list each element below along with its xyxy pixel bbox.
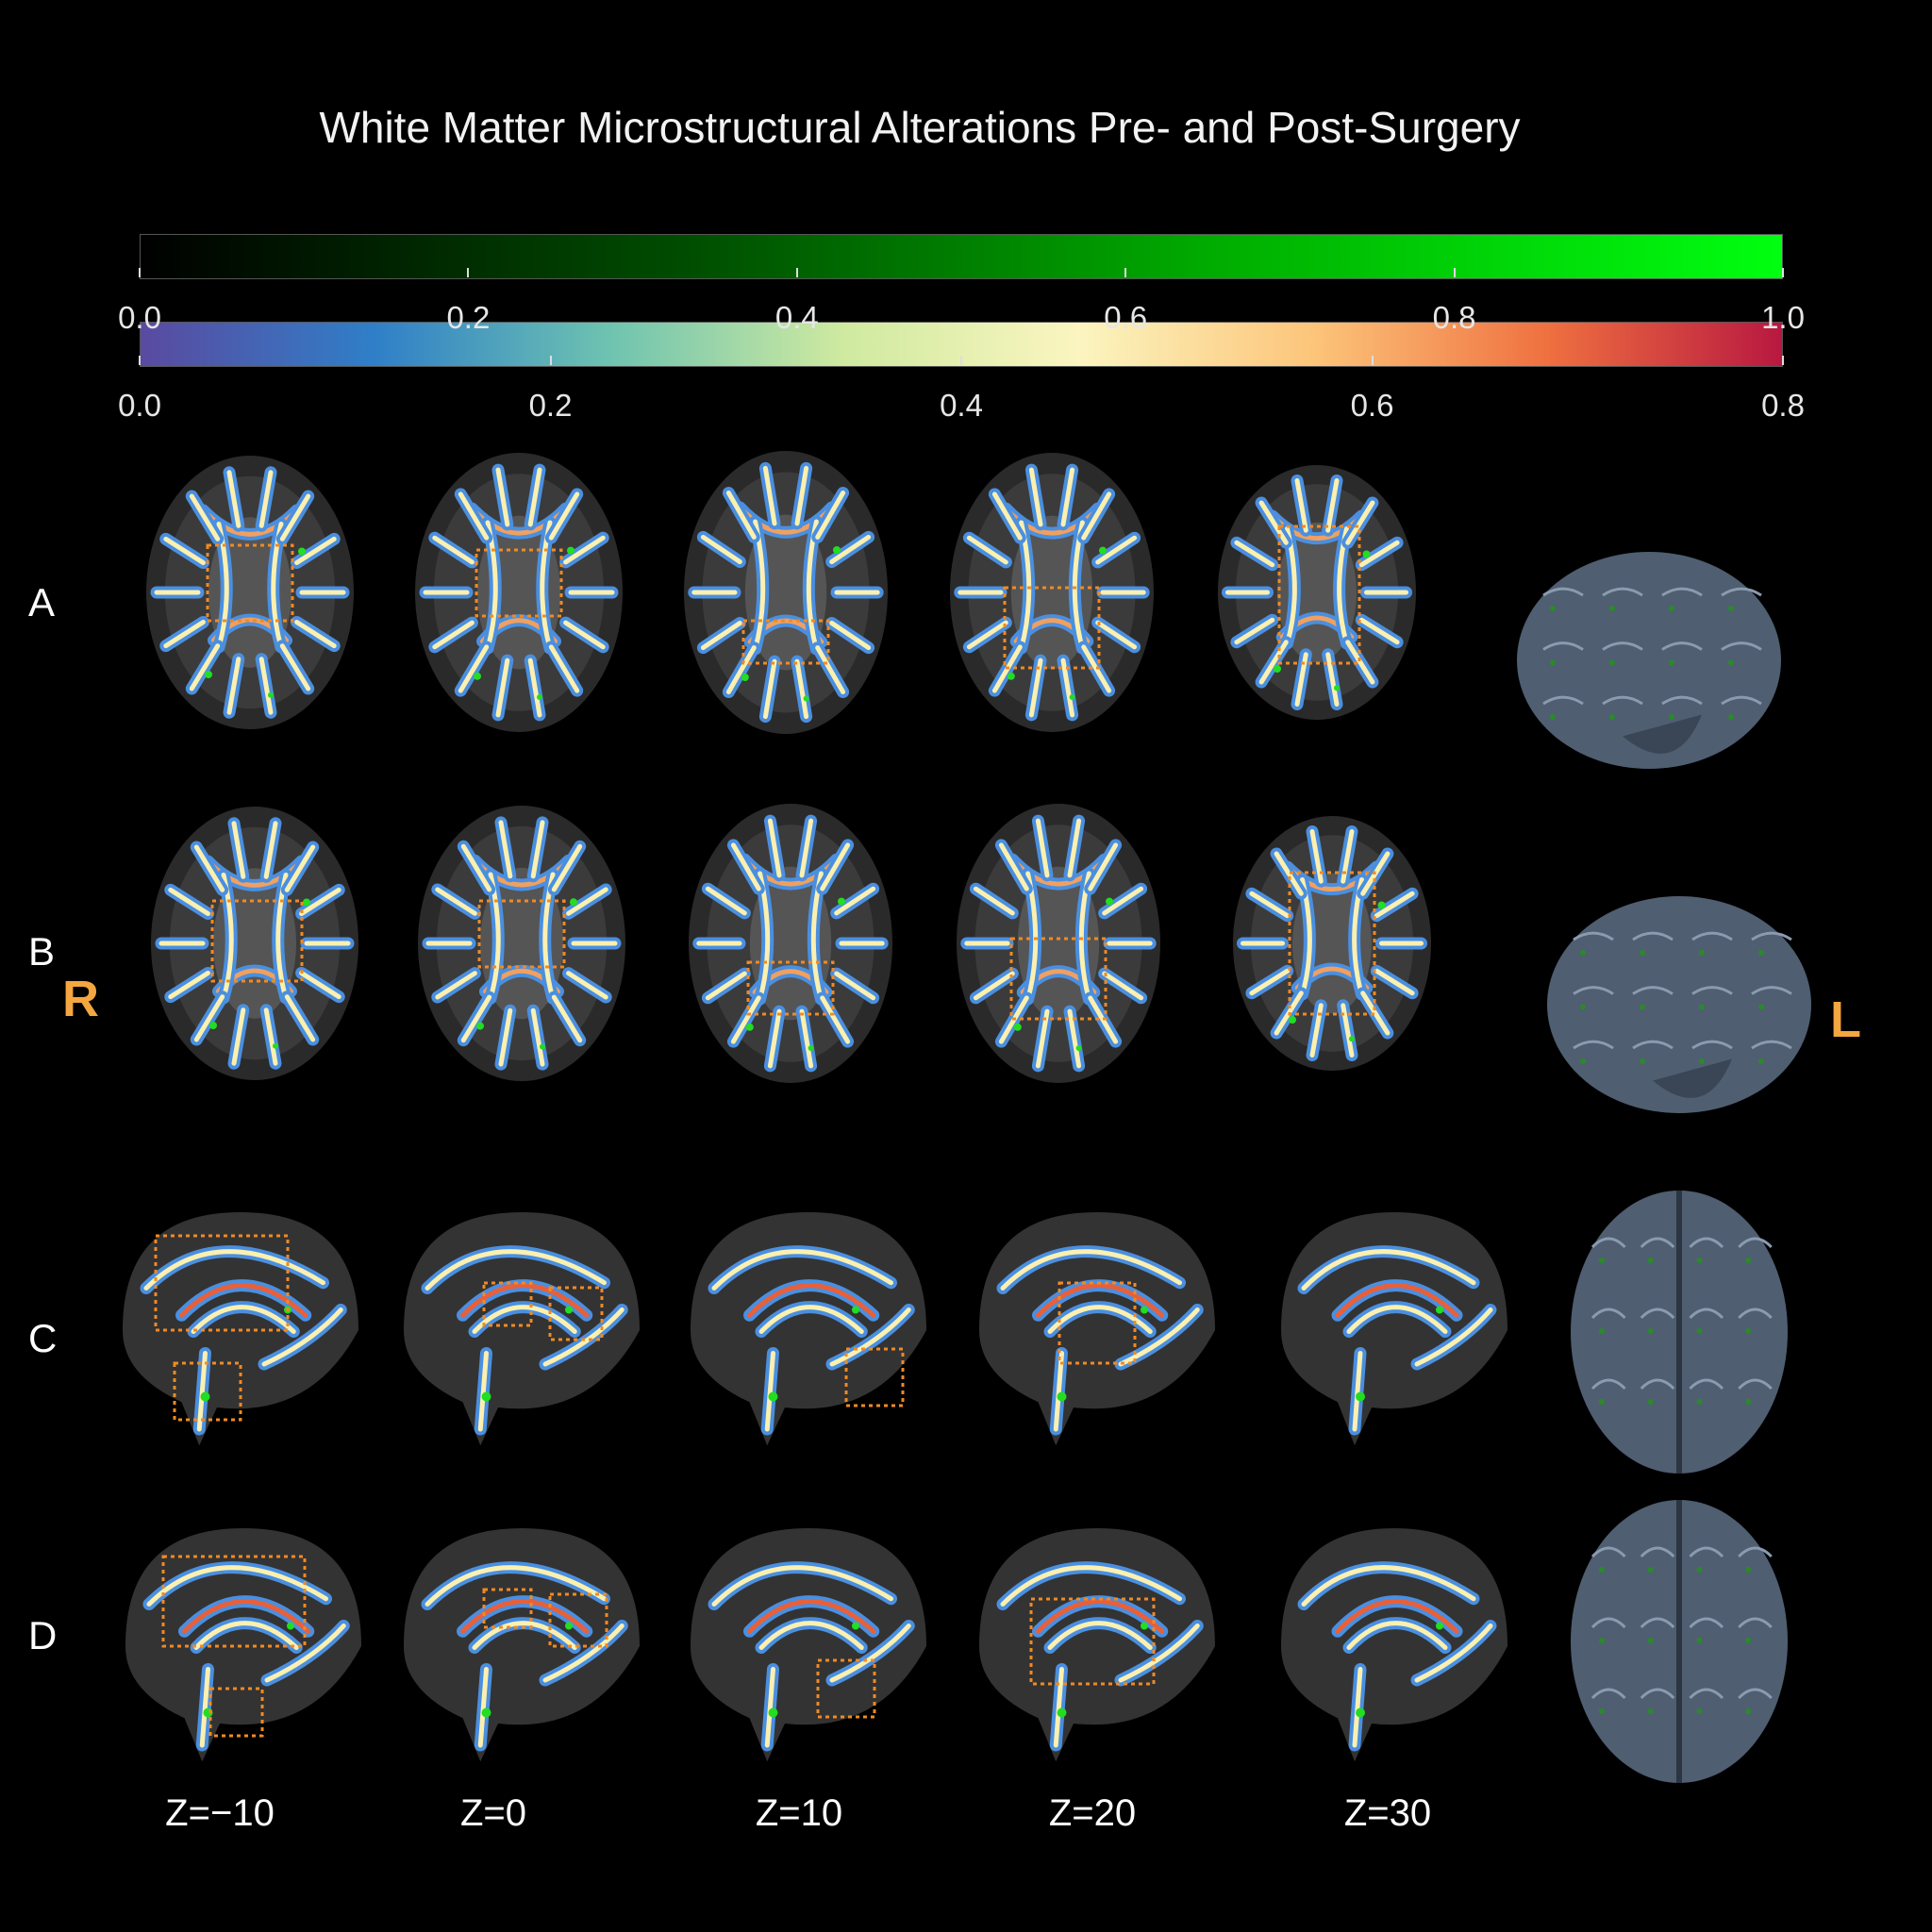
sagittal-slice-c1 — [123, 1212, 358, 1446]
sagittal-slice-d2 — [404, 1528, 640, 1762]
surface-render-c — [1571, 1191, 1788, 1474]
colorbar-tick-label: 0.4 — [940, 388, 983, 423]
axial-slice-b3 — [689, 804, 892, 1083]
axial-slice-a5 — [1218, 465, 1416, 720]
right-hemisphere-label: R — [62, 971, 99, 1027]
colorbar-tick-label: 0.0 — [118, 300, 161, 335]
axial-slice-a1 — [146, 456, 354, 729]
slice-label-5: Z=30 — [1343, 1792, 1432, 1834]
colorbar-tick — [1371, 356, 1374, 365]
colorbar-tick-label: 0.6 — [1104, 300, 1148, 335]
surface-render-d — [1571, 1500, 1788, 1783]
sagittal-slice-d5 — [1281, 1528, 1507, 1762]
colorbar-tick — [1453, 268, 1456, 277]
colorbar-tick — [1124, 268, 1127, 277]
row-label-a: A — [28, 580, 56, 625]
colorbar-tick — [1782, 356, 1784, 365]
sagittal-slice-c2 — [404, 1212, 640, 1446]
colorbar-tick-label: 0.0 — [118, 388, 161, 423]
colorbar-tick — [795, 268, 798, 277]
sagittal-slice-c4 — [979, 1212, 1215, 1446]
row-label-b: B — [28, 929, 56, 974]
slice-label-1: Z=−10 — [165, 1792, 275, 1834]
colorbar-tick-label: 1.0 — [1761, 300, 1805, 335]
row-label-c: C — [28, 1316, 58, 1360]
axial-slice-a4 — [950, 453, 1154, 732]
colorbar-tick-label: 0.8 — [1761, 388, 1805, 423]
colorbar-tick-label: 0.8 — [1432, 300, 1476, 335]
surface-render-a — [1517, 552, 1781, 769]
left-hemisphere-label: L — [1830, 991, 1861, 1048]
axial-slice-a2 — [415, 453, 623, 732]
sagittal-slice-c3 — [691, 1212, 926, 1446]
sagittal-slice-c5 — [1281, 1212, 1507, 1446]
colorbar-tick-label: 0.4 — [774, 300, 819, 335]
figure-title: White Matter Microstructural Alterations… — [319, 103, 1521, 152]
colorbar-tick — [960, 356, 962, 365]
colorbar-tick — [549, 356, 552, 365]
colorbar-tick — [467, 268, 470, 277]
row-label-d: D — [28, 1613, 58, 1657]
colorbar-tick — [139, 268, 141, 277]
colorbar-tick-label: 0.2 — [528, 388, 573, 423]
axial-slice-a3 — [684, 451, 888, 734]
axial-slice-b5 — [1233, 816, 1431, 1071]
slice-label-4: Z=20 — [1048, 1792, 1137, 1834]
axial-slice-b1 — [151, 807, 358, 1080]
axial-slice-b2 — [418, 806, 625, 1081]
surface-render-b — [1547, 896, 1811, 1113]
colorbar-tick — [1782, 268, 1784, 277]
sagittal-slice-d3 — [691, 1528, 926, 1762]
colorbar-tick-label: 0.6 — [1350, 388, 1394, 423]
green-colorbar — [140, 234, 1783, 279]
sagittal-slice-d1 — [125, 1528, 361, 1762]
sagittal-slice-d4 — [979, 1528, 1215, 1762]
axial-slice-b4 — [957, 804, 1160, 1083]
slice-label-3: Z=10 — [755, 1792, 843, 1834]
colorbar-tick-label: 0.2 — [446, 300, 491, 335]
slice-label-2: Z=0 — [459, 1792, 527, 1834]
colorbar-tick — [139, 356, 141, 365]
